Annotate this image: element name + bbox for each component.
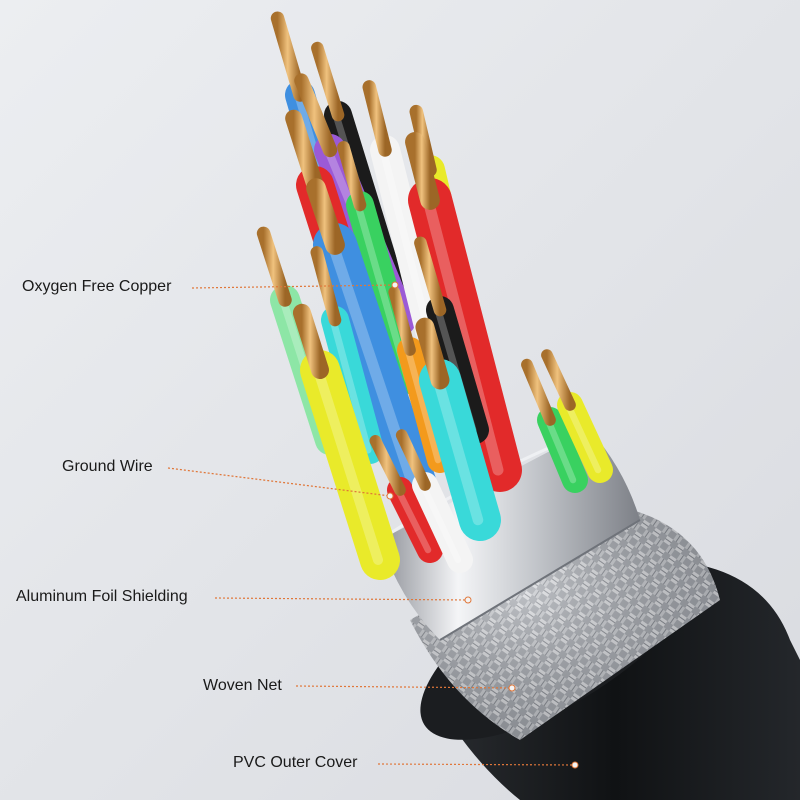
label-pvc-outer-cover: PVC Outer Cover	[233, 753, 357, 773]
label-woven-net: Woven Net	[203, 676, 282, 696]
label-aluminum-foil-shielding: Aluminum Foil Shielding	[16, 587, 188, 607]
label-oxygen-free-copper: Oxygen Free Copper	[22, 277, 171, 297]
label-ground-wire: Ground Wire	[62, 457, 153, 477]
